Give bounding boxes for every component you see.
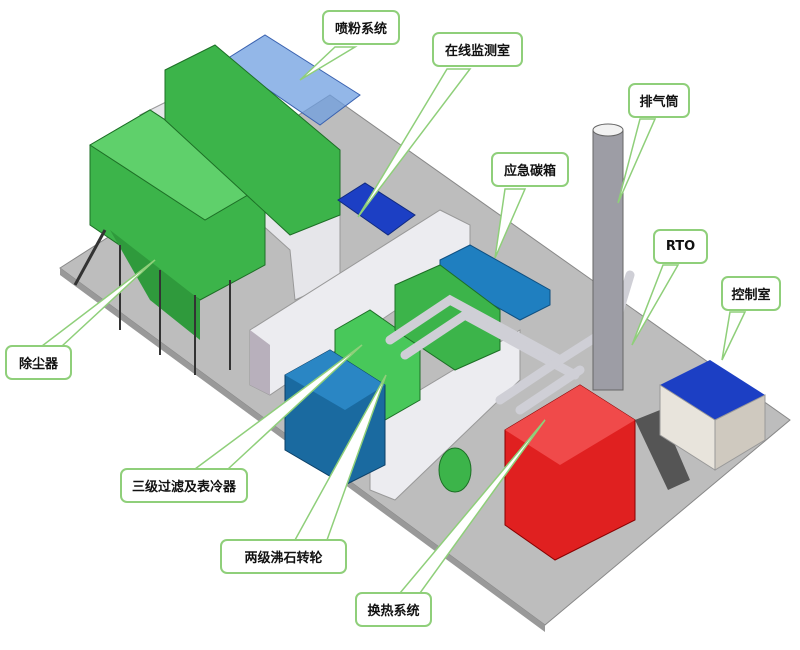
fan (438, 447, 472, 493)
callout-control-room: 控制室 (721, 276, 781, 311)
callout-tails (39, 46, 747, 594)
callout-heat-exchange: 换热系统 (355, 592, 432, 627)
duct-lower-side (250, 330, 270, 395)
callout-emergency-carbon: 应急碳箱 (491, 152, 569, 187)
callout-powder-spray: 喷粉系统 (322, 10, 400, 45)
callout-zeolite-rotor: 两级沸石转轮 (220, 539, 347, 574)
callout-exhaust-stack: 排气筒 (628, 83, 690, 118)
callout-online-monitoring: 在线监测室 (432, 32, 523, 67)
stairs (635, 410, 690, 490)
control-room (659, 360, 766, 471)
online-monitoring-room (337, 182, 416, 236)
callout-dust-collector: 除尘器 (5, 345, 72, 380)
callout-filter-cooler: 三级过滤及表冷器 (120, 468, 248, 503)
callout-rto: RTO (653, 229, 708, 264)
powder-spray-canopy (224, 34, 361, 126)
exhaust-stack (592, 129, 624, 391)
powder-spray-modules (164, 44, 341, 236)
